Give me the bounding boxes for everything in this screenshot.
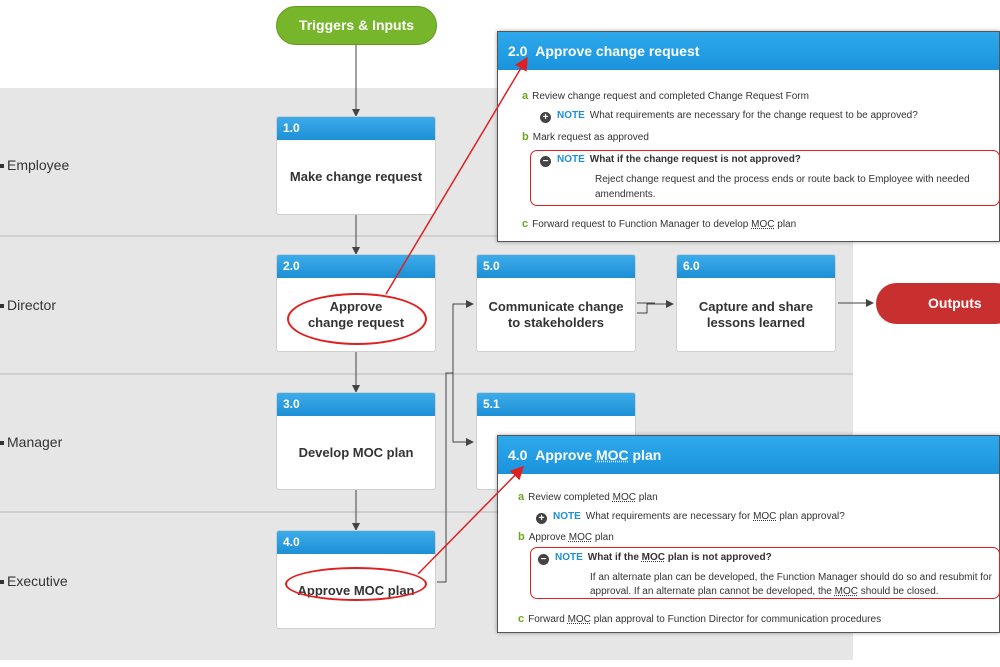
- callout-pointers: [0, 0, 1000, 667]
